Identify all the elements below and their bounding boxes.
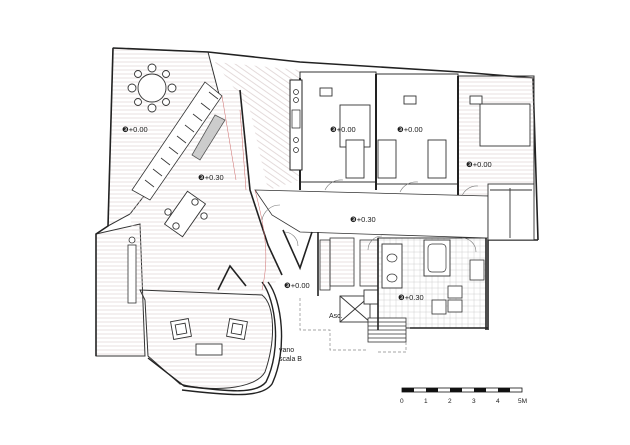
utility-cupboards [319, 237, 379, 291]
corridor [254, 189, 489, 239]
stair-label-line2: scala B [279, 356, 302, 363]
scale-tick-0: 0 [400, 398, 404, 405]
wardrobe [487, 183, 535, 241]
scale-tick-5m: 5M [518, 398, 527, 405]
interior-walls [217, 89, 488, 330]
level-label-bedroom-2: ❸+0.00 [397, 125, 423, 134]
level-label-master-bedroom: ❸+0.00 [466, 160, 492, 169]
scale-bar-seg-1 [402, 388, 414, 392]
round-table [127, 63, 177, 113]
terrace-bench [127, 236, 137, 304]
scale-tick-2: 2 [448, 398, 452, 405]
scale-tick-3: 3 [472, 398, 476, 405]
elevator-label: Asc. [329, 313, 343, 320]
scale-bar-seg-2 [426, 388, 438, 392]
bathroom [377, 237, 487, 329]
level-label-corridor: ❸+0.30 [350, 215, 376, 224]
door-swings [261, 179, 479, 253]
scale-bar-seg-3 [450, 388, 462, 392]
kitchen-counter [289, 79, 303, 171]
stair-b [367, 317, 407, 343]
scale-bar-seg-5 [498, 388, 510, 392]
scale-tick-4: 4 [496, 398, 500, 405]
lounge-floor [139, 289, 273, 389]
scale-tick-1: 1 [424, 398, 428, 405]
level-label-bathroom: ❸+0.30 [398, 293, 424, 302]
curved-wall [147, 281, 283, 396]
level-markers: ❸+0.00 ❸+0.30 ❸+0.00 ❸+0.00 ❸+0.00 ❸+0.3… [122, 125, 492, 302]
scale-bar-seg-4 [474, 388, 486, 392]
lounge-furniture [170, 318, 248, 356]
scale-bar: 0 1 2 3 4 5M [400, 387, 527, 405]
level-label-bedroom-1: ❸+0.00 [330, 125, 356, 134]
red-guidelines [221, 95, 267, 291]
stair-label-line1: vano [279, 347, 294, 354]
level-label-terrace: ❸+0.00 [122, 125, 148, 134]
landing-walls [299, 298, 407, 353]
level-label-living: ❸+0.30 [198, 173, 224, 182]
dining-table [163, 190, 208, 238]
beds [319, 87, 531, 179]
staircase [131, 81, 226, 201]
elevator-shaft [339, 289, 379, 323]
level-label-landing: ❸+0.00 [284, 281, 310, 290]
